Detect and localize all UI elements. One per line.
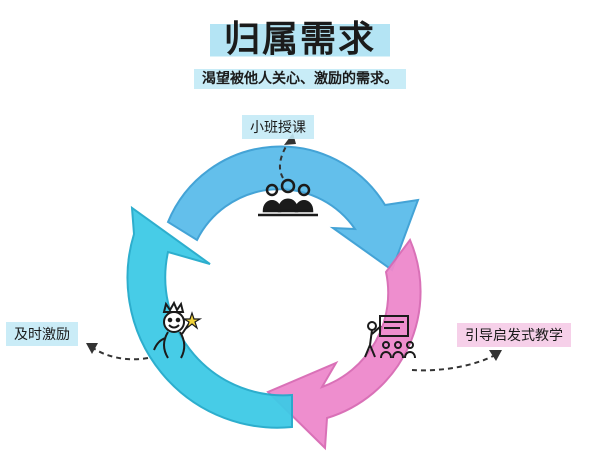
page-subtitle-text: 渴望被他人关心、激励的需求。 [194, 69, 406, 89]
page-title: 归属需求 [0, 10, 600, 62]
right-cycle-arrow [266, 238, 422, 451]
page-title-text: 归属需求 [209, 19, 390, 60]
connector-right-arrowhead [489, 350, 502, 361]
top-cycle-arrow [166, 145, 420, 272]
teacher-students-icon [364, 315, 416, 359]
connector-right [411, 354, 496, 372]
left-cycle-arrow [126, 205, 293, 429]
celebrating-person-icon [153, 300, 203, 359]
stage-label-guided-teaching: 引导启发式教学 [457, 323, 571, 347]
connector-left [92, 347, 149, 361]
connector-left-arrowhead [86, 343, 98, 354]
page-subtitle: 渴望被他人关心、激励的需求。 [0, 68, 600, 89]
group-people-icon [258, 178, 318, 217]
stage-label-timely-motivation: 及时激励 [6, 322, 78, 346]
stage-label-small-class: 小班授课 [242, 115, 314, 139]
